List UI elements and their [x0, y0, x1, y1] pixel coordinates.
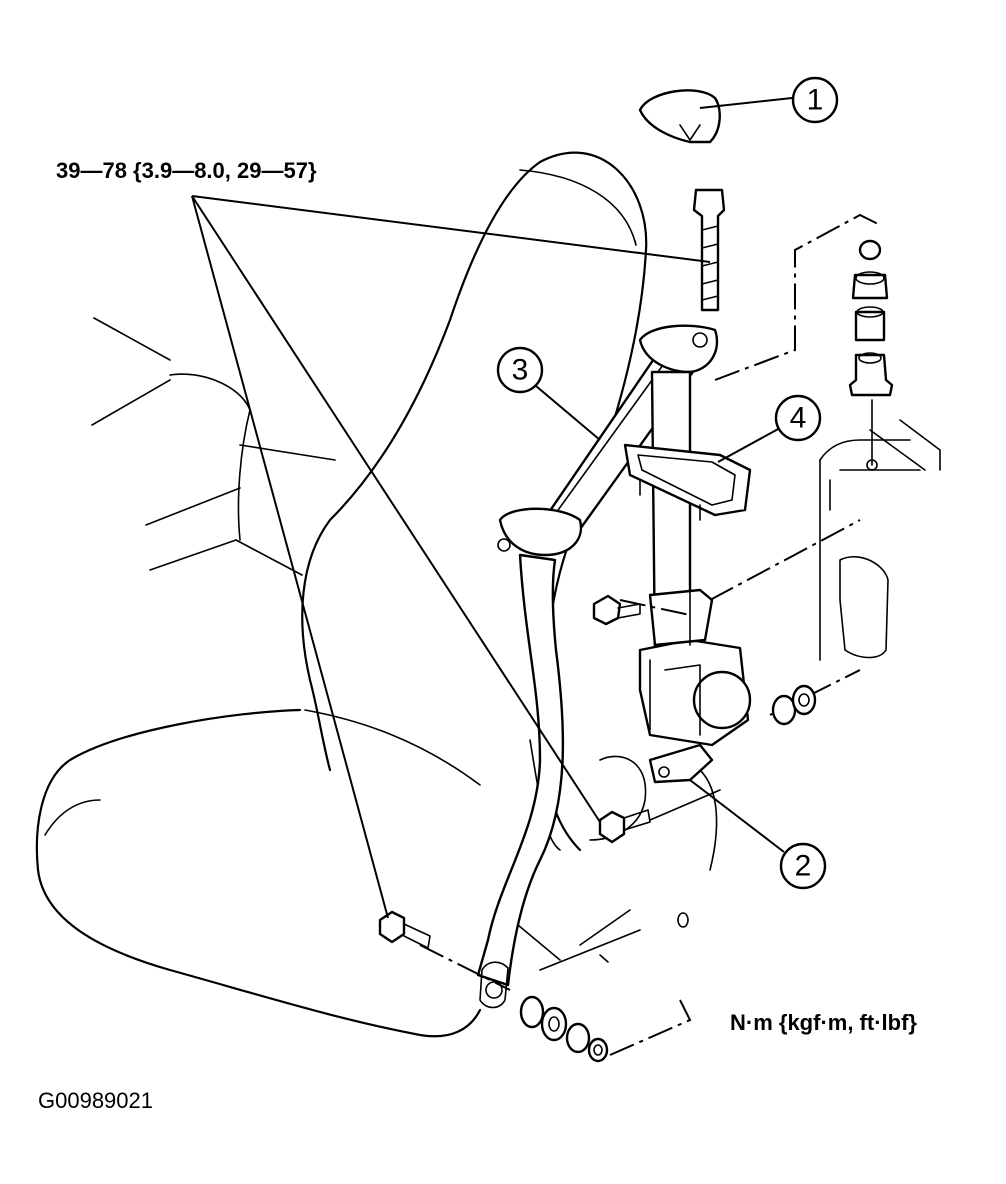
callout-4-number: 4	[790, 402, 807, 435]
pillar-panel	[819, 419, 941, 661]
shoulder-guide-plate	[498, 507, 583, 557]
torque-leader-lines	[191, 195, 711, 919]
floor-anchor-bolt	[378, 910, 406, 944]
torque-spec-label: 39—78 {3.9—8.0, 29—57}	[56, 158, 317, 183]
retractor	[638, 588, 752, 784]
anchor-cover	[638, 89, 721, 144]
callout-1: 1	[699, 76, 839, 124]
top-anchor-bolt	[692, 188, 726, 312]
callout-2: 2	[689, 779, 827, 890]
seat-back-left-edge	[301, 160, 542, 772]
callout-4-circle	[774, 394, 822, 442]
retractor-lower-bracket	[648, 743, 714, 784]
seat-back-inner-seam	[519, 169, 637, 246]
callout-3-circle	[496, 346, 544, 394]
lower-retractor-bolt	[598, 810, 626, 844]
spacer-stack	[848, 239, 894, 471]
callout-2-circle	[779, 842, 827, 890]
fasteners	[378, 594, 817, 1063]
callout-1-number: 1	[807, 84, 824, 117]
belt-webbing	[476, 324, 719, 1009]
seat-cushion-outline	[35, 708, 482, 1038]
seat-outline	[35, 151, 721, 1038]
upper-anchor-plate	[638, 324, 719, 374]
callout-3: 3	[496, 346, 601, 441]
units-label: N·m {kgf·m, ft·lbf}	[730, 1010, 917, 1035]
top-anchor-hardware	[638, 89, 726, 312]
lap-belt-webbing	[476, 553, 565, 987]
figure-id: G00989021	[38, 1088, 153, 1113]
callout-2-number: 2	[795, 850, 812, 883]
retractor-bolt	[592, 594, 622, 626]
retractor-spool	[692, 670, 752, 730]
callout-3-number: 3	[512, 354, 529, 387]
callout-1-circle	[791, 76, 839, 124]
callout-4: 4	[717, 394, 822, 463]
